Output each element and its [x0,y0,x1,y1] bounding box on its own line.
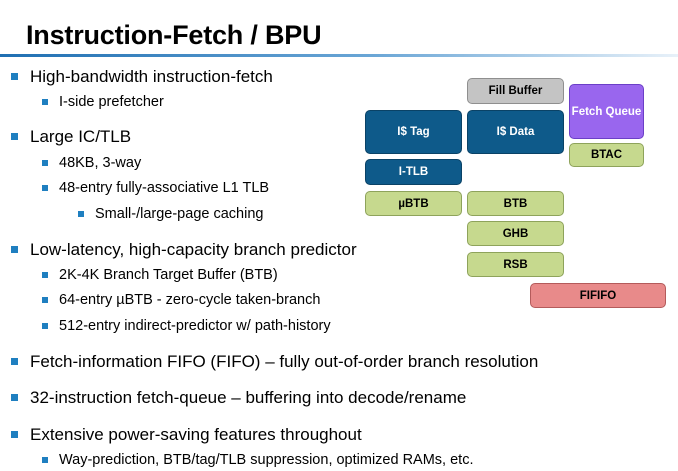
bullet-marker [11,246,18,253]
bullet-text: Way-prediction, BTB/tag/TLB suppression,… [59,452,474,468]
rsb-block: RSB [467,252,564,277]
bullet-text: High-bandwidth instruction-fetch [30,67,273,86]
fill-buffer-block: Fill Buffer [467,78,564,104]
bullet-marker [11,358,18,365]
fetch-queue-block: Fetch Queue [569,84,644,139]
bullet-cache-size: 48KB, 3-way [42,155,141,171]
bullet-ic-tlb: Large IC/TLB [11,127,131,147]
bullet-marker [78,211,84,217]
btb-block: BTB [467,191,564,216]
bullet-marker [42,297,48,303]
bullet-fifo: Fetch-information FIFO (FIFO) – fully ou… [11,352,538,372]
bullet-marker [42,160,48,166]
bullet-text: 32-instruction fetch-queue – buffering i… [30,388,467,407]
bullet-power-saving: Extensive power-saving features througho… [11,425,362,445]
bullet-text: Fetch-information FIFO (FIFO) – fully ou… [30,352,539,371]
bullet-prefetcher: I-side prefetcher [42,94,164,110]
bullet-ubtb: 64-entry µBTB - zero-cycle taken-branch [42,292,320,308]
bullet-text: 64-entry µBTB - zero-cycle taken-branch [59,292,321,308]
bullet-btb: 2K-4K Branch Target Buffer (BTB) [42,267,278,283]
btac-block: BTAC [569,143,644,167]
icache-tag-block: I$ Tag [365,110,462,154]
slide-title: Instruction-Fetch / BPU [26,20,322,50]
bullet-marker [11,394,18,401]
bullet-text: 48-entry fully-associative L1 TLB [59,180,270,196]
bullet-text: 512-entry indirect-predictor w/ path-his… [59,318,331,334]
icache-data-block: I$ Data [467,110,564,154]
bullet-power-details: Way-prediction, BTB/tag/TLB suppression,… [42,452,473,468]
bullet-text: 2K-4K Branch Target Buffer (BTB) [59,267,278,283]
bullet-marker [11,73,18,80]
bullet-text: Large IC/TLB [30,127,132,146]
bullet-marker [42,99,48,105]
bullet-text: Low-latency, high-capacity branch predic… [30,240,357,259]
bullet-marker [42,185,48,191]
bullet-l1-tlb: 48-entry fully-associative L1 TLB [42,180,269,196]
bullet-indirect-predictor: 512-entry indirect-predictor w/ path-his… [42,318,331,334]
bullet-branch-predictor: Low-latency, high-capacity branch predic… [11,240,357,260]
bullet-marker [42,272,48,278]
itlb-block: I-TLB [365,159,462,185]
fififo-block: FIFIFO [530,283,666,308]
bullet-text: I-side prefetcher [59,94,164,110]
bullet-marker [42,323,48,329]
bullet-text: Extensive power-saving features througho… [30,425,362,444]
bullet-text: 48KB, 3-way [59,155,142,171]
title-divider [0,54,678,57]
bullet-marker [11,431,18,438]
bullet-marker [11,133,18,140]
bullet-text: Small-/large-page caching [95,206,264,222]
ghb-block: GHB [467,221,564,246]
bullet-fetch-queue: 32-instruction fetch-queue – buffering i… [11,388,466,408]
bullet-page-caching: Small-/large-page caching [78,206,263,222]
bullet-marker [42,457,48,463]
bullet-bandwidth: High-bandwidth instruction-fetch [11,67,273,87]
ubtb-block: µBTB [365,191,462,216]
